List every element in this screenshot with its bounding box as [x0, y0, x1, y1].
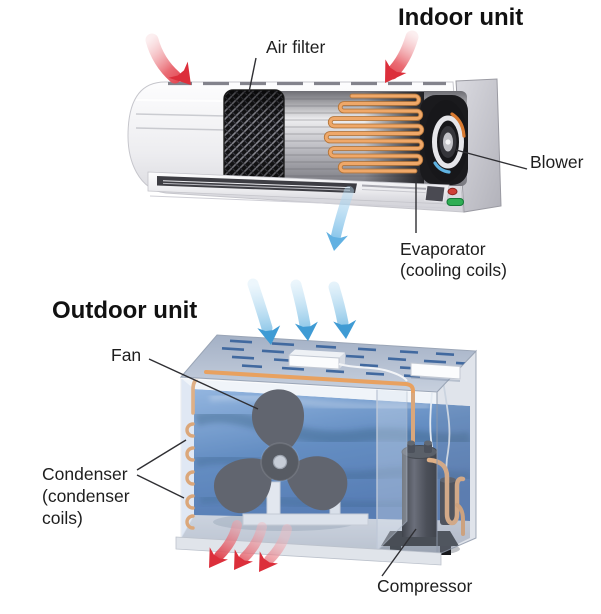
indoor-unit-illustration — [127, 78, 502, 213]
electrical-box-2 — [410, 362, 461, 382]
evaporator-line2: (cooling coils) — [400, 260, 507, 280]
air-filter-mesh — [223, 89, 285, 187]
condenser-label: Condenser (condenser coils) — [42, 463, 130, 529]
warm-air-intake-arrows — [145, 30, 419, 94]
condenser-leader-2 — [136, 474, 185, 499]
evaporator-coils — [323, 93, 425, 174]
compressor-cylinder — [402, 452, 437, 537]
indoor-unit-title: Indoor unit — [398, 4, 524, 31]
blower-assembly — [420, 95, 468, 185]
condenser-line3: coils) — [42, 508, 83, 528]
outdoor-fan — [213, 389, 348, 514]
condenser-line1: Condenser — [42, 464, 128, 484]
condenser-line2: (condenser — [42, 486, 130, 506]
compressor-assembly — [380, 379, 466, 556]
fan-leader — [148, 358, 259, 410]
electrical-box-1 — [288, 349, 408, 382]
evaporator-label: Evaporator (cooling coils) — [400, 239, 507, 281]
compressor-label: Compressor — [377, 576, 473, 596]
side-vent-slot — [424, 184, 446, 203]
air-filter-leader — [248, 57, 257, 93]
status-led-green — [446, 198, 464, 206]
fan-stand — [242, 481, 369, 526]
condenser-leader-1 — [136, 439, 187, 471]
compressor-base — [381, 531, 459, 546]
outdoor-unit-title: Outdoor unit — [52, 297, 198, 324]
indoor-body-contours — [135, 99, 227, 131]
air-filter-label: Air filter — [266, 37, 326, 57]
blower-label: Blower — [530, 152, 584, 172]
condenser-coil-sections — [185, 422, 195, 530]
outdoor-intake-arrows — [247, 278, 358, 347]
evaporator-line1: Evaporator — [400, 239, 486, 259]
outdoor-base-lip — [175, 536, 442, 566]
compressor-leader — [381, 528, 417, 577]
indoor-air-outlet — [147, 171, 464, 209]
power-led-red — [447, 187, 458, 196]
hot-air-exhaust-arrows — [199, 520, 292, 579]
fan-label: Fan — [111, 345, 142, 365]
leader-lines — [136, 57, 528, 577]
front-glass-panel — [180, 377, 438, 556]
cool-air-out-arrow — [323, 186, 354, 253]
outdoor-unit-illustration — [175, 334, 478, 566]
compressor-pipe-loop — [426, 457, 466, 526]
refrigerant-pipe-top — [204, 370, 415, 393]
blower-leader — [455, 149, 528, 170]
